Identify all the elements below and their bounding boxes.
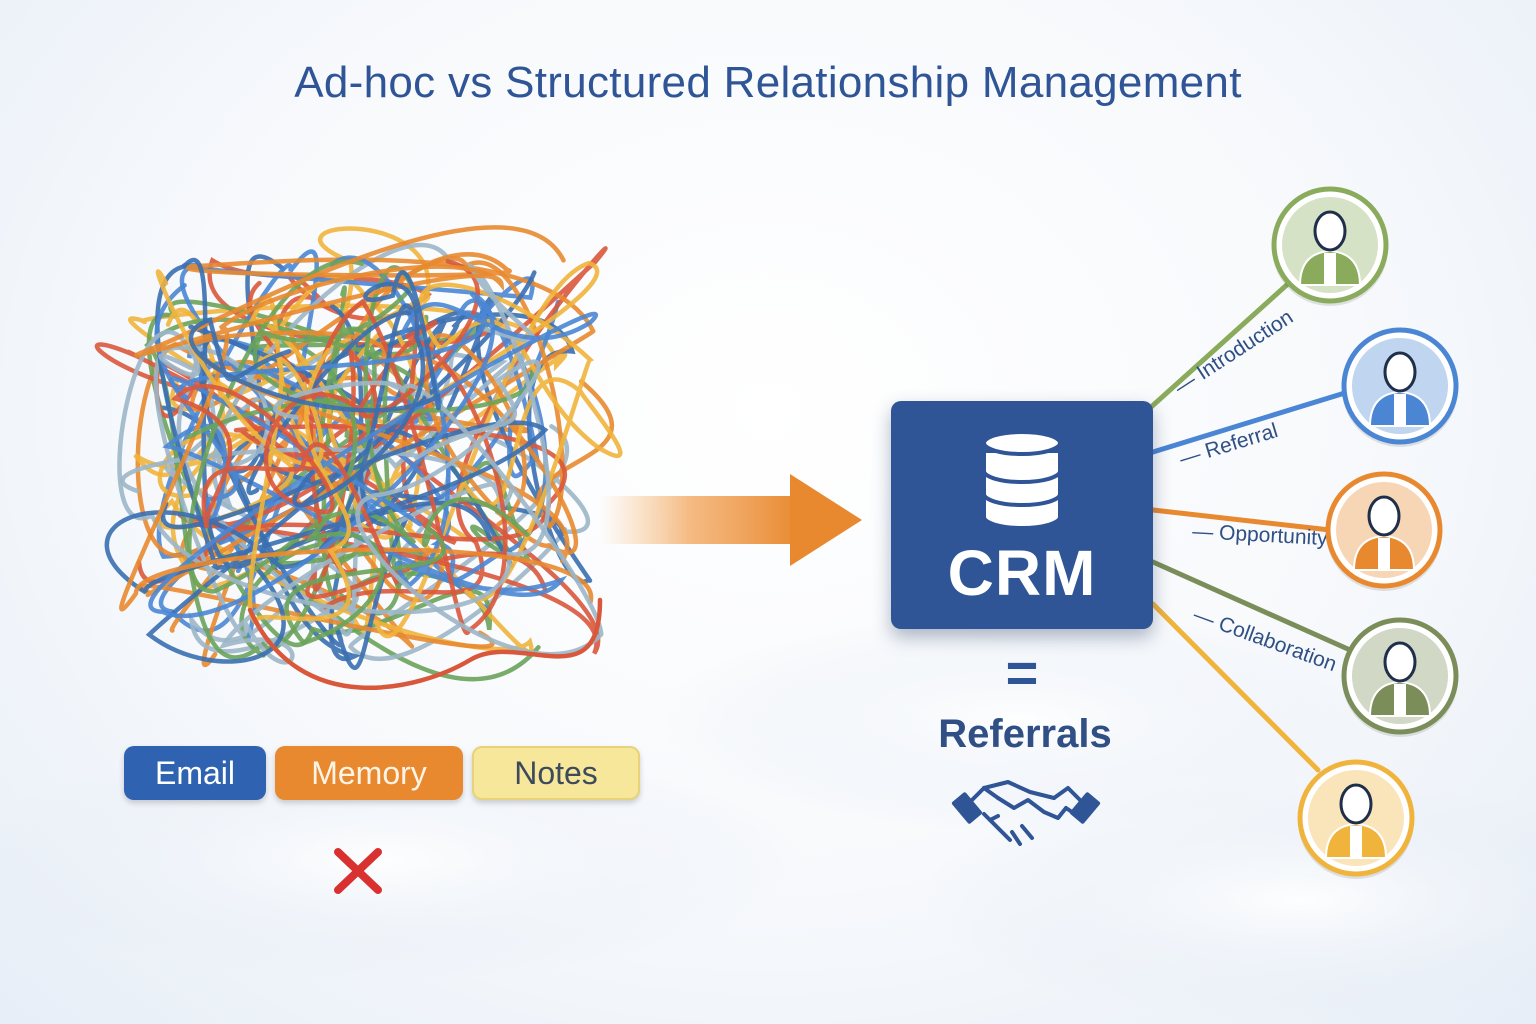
connection-line — [1150, 389, 1351, 455]
person-icon — [1341, 617, 1459, 737]
email-tag: Email — [124, 746, 266, 800]
page-title: Ad-hoc vs Structured Relationship Manage… — [294, 58, 1242, 107]
tangle-line — [188, 270, 441, 508]
connection-label: — Introduction — [1170, 306, 1297, 400]
tangle-line — [177, 246, 608, 655]
tangle-line — [273, 359, 604, 657]
tangle-line — [117, 261, 551, 615]
tangle-line — [186, 385, 530, 646]
database-icon — [982, 430, 1062, 530]
person-avatars — [1271, 186, 1459, 879]
crm-box: CRM — [891, 401, 1153, 629]
tangle-line — [188, 424, 591, 661]
tangled-lines — [94, 225, 623, 690]
memory-tag: Memory — [275, 746, 463, 800]
tangle-line — [171, 383, 399, 585]
notes-tag: Notes — [472, 746, 640, 800]
connection-line — [1150, 601, 1321, 773]
tangle-line — [155, 269, 352, 628]
tangle-line — [247, 597, 603, 690]
cross-icon — [334, 848, 382, 894]
tangle-line — [104, 303, 549, 595]
person-icon — [1325, 471, 1443, 591]
person-icon — [1297, 759, 1415, 879]
connection-label: — Opportunity — [1192, 520, 1329, 550]
connection-line — [1150, 559, 1353, 653]
person-icon — [1271, 186, 1389, 306]
connection-line — [1150, 507, 1333, 533]
person-icon — [1341, 327, 1459, 447]
crm-label: CRM — [947, 537, 1097, 609]
flow-arrow — [600, 474, 862, 566]
referrals-label: Referrals — [938, 712, 1112, 756]
handshake-icon — [951, 780, 1101, 846]
equals-sign: = — [1005, 641, 1039, 704]
tangle-line — [138, 252, 596, 649]
connection-line — [1147, 279, 1293, 411]
